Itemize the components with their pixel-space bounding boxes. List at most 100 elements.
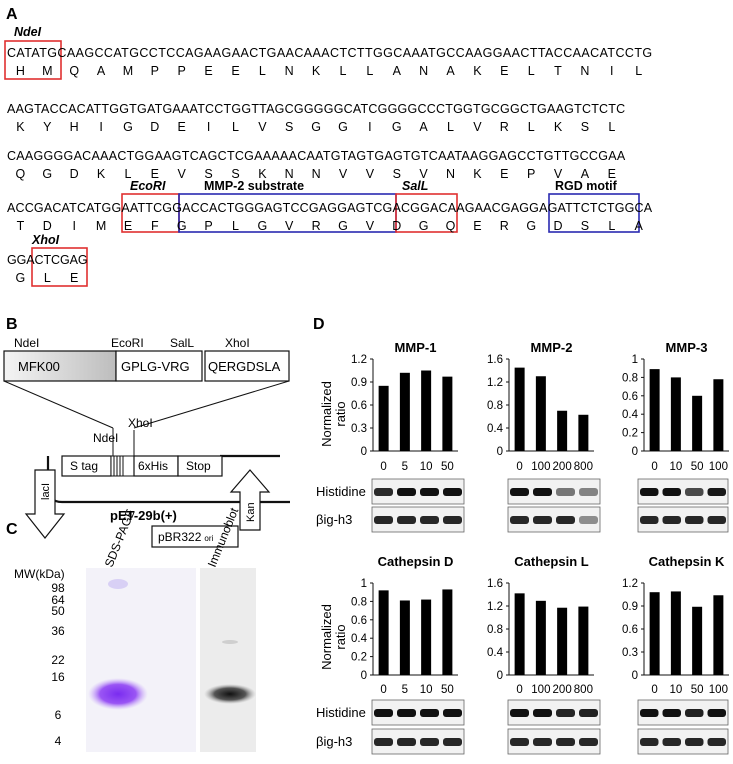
aa-residue: S <box>393 167 401 181</box>
blot-band <box>420 488 439 496</box>
x-tick-label: 0 <box>380 684 386 696</box>
y-tick-label: 0.8 <box>487 400 503 412</box>
blot-label-histidine: Histidine <box>316 705 366 720</box>
segment-mfk00 <box>3 350 117 382</box>
panel-label-c: C <box>6 521 18 538</box>
aa-residue: E <box>124 219 132 233</box>
y-tick-label: 0.9 <box>622 601 638 613</box>
x-tick-label: 800 <box>574 684 593 696</box>
blot-band <box>707 516 726 524</box>
aa-residue: L <box>125 167 132 181</box>
top-site-ndei: NdeI <box>14 336 39 350</box>
aa-residue: N <box>285 167 294 181</box>
mw-label: MW(kDa) <box>14 567 65 581</box>
panel-label-b: B <box>6 316 18 333</box>
site-label-sall: SalL <box>402 179 428 193</box>
y-tick-label: 0.4 <box>487 647 504 659</box>
site-label-xhoi: XhoI <box>31 233 60 247</box>
blot-band <box>579 488 598 496</box>
aa-residue: G <box>177 219 187 233</box>
aa-residue: E <box>70 271 78 285</box>
aa-residue: V <box>366 167 375 181</box>
dna-row-1: CATATGCAAGCCATGCCTCCAGAAGAACTGAACAAACTCT… <box>7 46 652 60</box>
aa-residue: L <box>44 271 51 285</box>
y-tick-label: 0.8 <box>487 624 503 636</box>
immunoblot-band <box>204 684 256 704</box>
y-tick-label: 0.3 <box>622 647 638 659</box>
bar <box>692 395 703 451</box>
immunoblot-faint-band <box>222 640 238 644</box>
vector-site-xhoi: XhoI <box>128 416 153 430</box>
blot-band <box>556 488 575 496</box>
site-label-rgd: RGD motif <box>555 179 618 193</box>
aa-residue: N <box>312 167 321 181</box>
y-tick-label: 0 <box>361 446 367 458</box>
aa-residue: S <box>581 120 589 134</box>
blot-band <box>685 516 704 524</box>
ndei-box <box>4 40 62 80</box>
blot-band <box>374 516 393 524</box>
x-tick-label: 0 <box>651 684 657 696</box>
top-site-sall: SalL <box>170 336 194 350</box>
x-tick-label: 0 <box>651 461 657 473</box>
blot-band <box>374 738 393 746</box>
x-tick-label: 800 <box>574 461 593 473</box>
chart-title: MMP-1 <box>395 340 437 355</box>
aa-residue: L <box>232 120 239 134</box>
bar <box>670 377 681 451</box>
aa-residue: E <box>500 64 508 78</box>
blot-band <box>443 488 462 496</box>
bar <box>692 606 703 675</box>
y-axis-label-line1: Normalized <box>319 381 334 447</box>
y-tick-label: 0.4 <box>487 423 504 435</box>
bar <box>535 600 546 675</box>
blot-band <box>662 516 681 524</box>
bar <box>421 370 432 451</box>
aa-residue: S <box>204 167 212 181</box>
aa-residue: P <box>178 64 186 78</box>
bar <box>442 376 453 451</box>
blot-band <box>556 738 575 746</box>
aa-residue: L <box>259 64 266 78</box>
blot-band <box>662 488 681 496</box>
y-tick-label: 1.2 <box>487 601 503 613</box>
blot-band <box>420 516 439 524</box>
aa-residue: K <box>16 120 25 134</box>
aa-residue: R <box>500 120 509 134</box>
bar <box>557 410 568 451</box>
blot-band <box>685 738 704 746</box>
blot-band <box>662 738 681 746</box>
aa-residue: G <box>42 167 52 181</box>
aa-residue: M <box>42 64 52 78</box>
x-tick-label: 100 <box>709 461 728 473</box>
aa-residue: P <box>151 64 159 78</box>
bar <box>514 367 525 451</box>
aa-residue: V <box>285 219 294 233</box>
aa-residue: A <box>393 64 402 78</box>
aa-residue: V <box>554 167 563 181</box>
aa-residue: L <box>447 120 454 134</box>
y-tick-label: 1.2 <box>487 377 503 389</box>
aa-residue: V <box>258 120 267 134</box>
aa-residue: Q <box>69 64 79 78</box>
aa-residue: E <box>500 167 508 181</box>
blot-band <box>374 488 393 496</box>
aa-residue: V <box>473 120 482 134</box>
xhoi-box <box>31 247 88 287</box>
aa-residue: K <box>554 120 563 134</box>
aa-residue: I <box>99 120 102 134</box>
y-axis-label-line2: ratio <box>333 401 348 426</box>
sds-main-band <box>88 678 148 710</box>
insert-line-right <box>133 380 290 429</box>
segment-qergdsla-label: QERGDSLA <box>208 359 281 374</box>
aa-residue: S <box>285 120 293 134</box>
sall-box <box>395 193 458 233</box>
aa-residue: G <box>526 219 536 233</box>
x-tick-label: 200 <box>553 461 572 473</box>
site-label-ndei: NdeI <box>14 25 42 39</box>
aa-residue: L <box>528 64 535 78</box>
chart-title: Cathepsin L <box>514 554 588 569</box>
